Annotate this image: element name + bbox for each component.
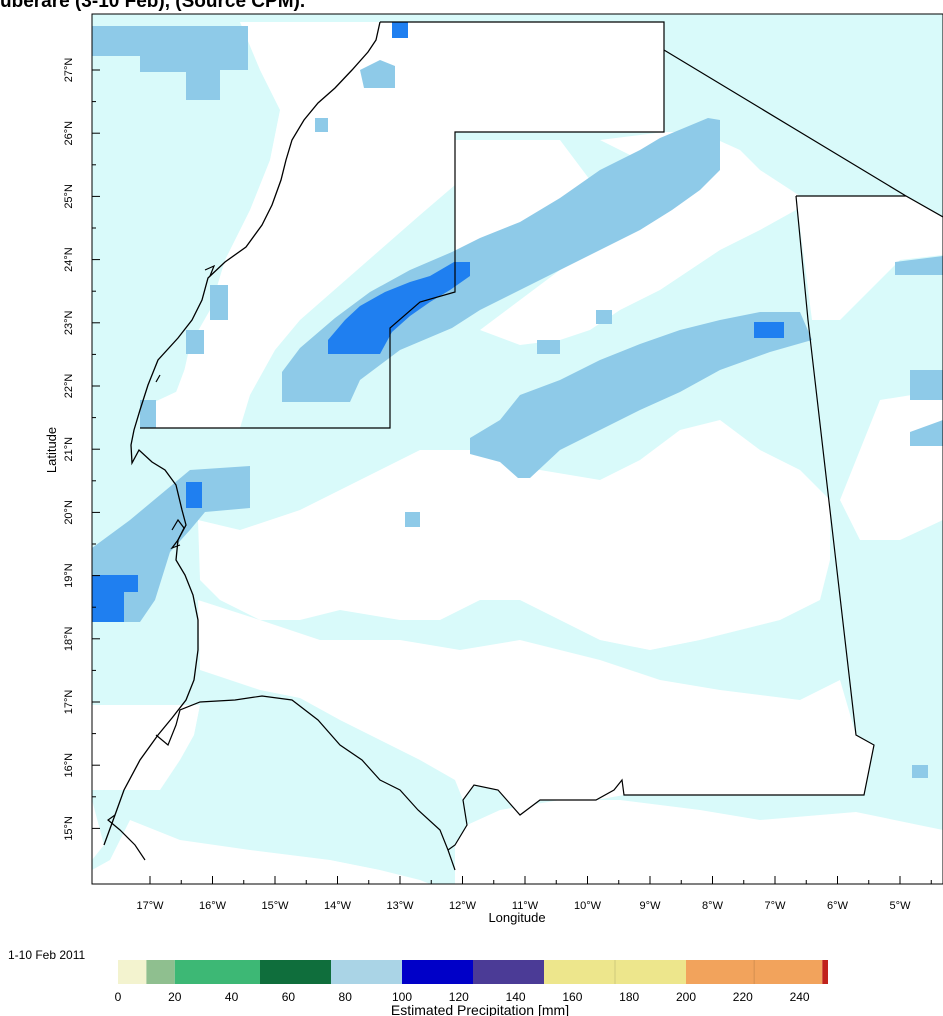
mauritania-border [140,21,943,851]
legend-tick-label: 20 [168,990,182,1004]
legend-tick-label: 200 [676,990,696,1004]
lat-tick-label: 15°N [63,816,75,841]
legend-tick-label: 120 [449,990,469,1004]
longitude-ticks: 17°W 16°W 15°W 14°W 13°W 12°W 11°W 10°W 9°W 8°W 7°… [136,876,932,912]
no-rain-area-6 [198,600,874,815]
lon-tick-label: 5°W [890,900,912,912]
lon-tick-label: 7°W [765,900,787,912]
latitude-ticks: 27°N 26°N 25°N 24°N 23°N 22°N 21°N 20°N 19°N 18°N… [63,58,100,841]
lon-tick-label: 17°W [136,900,164,912]
lat-tick-label: 25°N [63,184,75,209]
lon-tick-label: 6°W [827,900,849,912]
legend-swatch-4 [331,960,402,984]
figure-caption: uberare (3-10 Feb), (Source CPM). [0,0,306,12]
lat-tick-label: 24°N [63,247,75,272]
moderate-rain-area-5 [910,370,943,400]
heavy-rain-area-3 [392,22,408,38]
moderate-rain-area-10 [186,330,204,354]
legend-tick-labels: 0 20 40 60 80 100 120 140 160 180 200 220 240 [115,990,810,1004]
heavy-rain-area-1 [92,575,138,622]
precipitation-field [92,14,943,884]
lon-tick-label: 10°W [574,900,602,912]
legend-swatch-6 [473,960,544,984]
legend-swatch-7 [544,960,686,984]
moderate-rain-area-9 [210,285,228,320]
heavy-rain-area-0 [328,262,470,354]
heavy-rain-area-4 [754,322,784,338]
lon-tick-label: 9°W [640,900,662,912]
moderate-rain-area-7 [912,765,928,778]
legend-tick-label: 80 [339,990,353,1004]
moderate-rain-area-12 [360,60,395,88]
moderate-rain-area-11 [140,400,156,428]
legend-swatch-2 [174,960,260,984]
heavy-rain-area-2 [186,482,202,508]
lat-tick-label: 27°N [63,58,75,83]
legend-tick-label: 40 [225,990,239,1004]
no-rain-area-8 [455,800,943,884]
moderate-rain-area-6 [910,420,943,446]
legend-tick-label: 140 [506,990,526,1004]
color-legend: 0 20 40 60 80 100 120 140 160 180 200 220 240 Estima… [115,960,828,1016]
legend-swatch-0 [118,960,147,984]
moderate-rain-area-13 [315,118,328,132]
country-borders [103,21,943,871]
no-rain-area-10 [92,820,430,884]
lat-tick-label: 22°N [63,374,75,399]
legend-tick-label: 60 [282,990,296,1004]
period-label: 1-10 Feb 2011 [8,948,86,962]
no-rain-area-7 [92,705,200,790]
lon-tick-label: 14°W [324,900,352,912]
legend-swatch-1 [146,960,175,984]
legend-swatch-8 [686,960,823,984]
no-rain-area-3 [480,132,800,345]
x-axis-title: Longitude [488,910,545,925]
legend-bins [118,960,828,984]
moderate-rain-area-14 [537,340,560,354]
moderate-rain-area-0 [92,26,248,100]
lon-tick-label: 11°W [512,900,539,912]
moderate-rain-area-8 [405,512,420,527]
senegal-river-border [107,695,456,871]
legend-tick-label: 100 [392,990,412,1004]
lat-tick-label: 21°N [63,437,75,462]
lat-tick-label: 20°N [63,500,75,525]
lat-tick-label: 23°N [63,310,75,335]
legend-tick-label: 160 [562,990,582,1004]
legend-swatch-5 [402,960,473,984]
no-rain-area-11 [840,390,943,540]
legend-swatch-9 [822,960,828,984]
moderate-rain-area-15 [596,310,612,324]
y-axis-title: Latitude [44,427,59,473]
coastline-islands [155,264,216,550]
moderate-rain-area-4 [895,256,943,275]
no-rain-area-4 [796,196,943,320]
lon-tick-label: 12°W [449,900,477,912]
lat-tick-label: 19°N [63,563,75,588]
lat-tick-label: 16°N [63,753,75,778]
precipitation-map: 27°N 26°N 25°N 24°N 23°N 22°N 21°N 20°N 19°N 18°N… [44,13,943,925]
lat-tick-label: 26°N [63,121,75,146]
lat-tick-label: 17°N [63,690,75,715]
legend-tick-label: 240 [790,990,810,1004]
moderate-rain-area-2 [470,312,812,478]
coastline [103,21,381,846]
lon-tick-label: 13°W [386,900,414,912]
lat-tick-label: 18°N [63,626,75,651]
legend-swatch-3 [260,960,331,984]
lon-tick-label: 15°W [261,900,289,912]
legend-tick-label: 0 [115,990,122,1004]
lon-tick-label: 16°W [199,900,227,912]
lon-tick-label: 8°W [702,900,724,912]
no-rain-area-9 [92,800,104,860]
no-rain-area-5 [198,420,830,650]
legend-tick-label: 180 [619,990,639,1004]
legend-tick-label: 220 [733,990,753,1004]
no-rain-area-1 [150,22,664,428]
legend-title: Estimated Precipitation [mm] [391,1002,569,1016]
